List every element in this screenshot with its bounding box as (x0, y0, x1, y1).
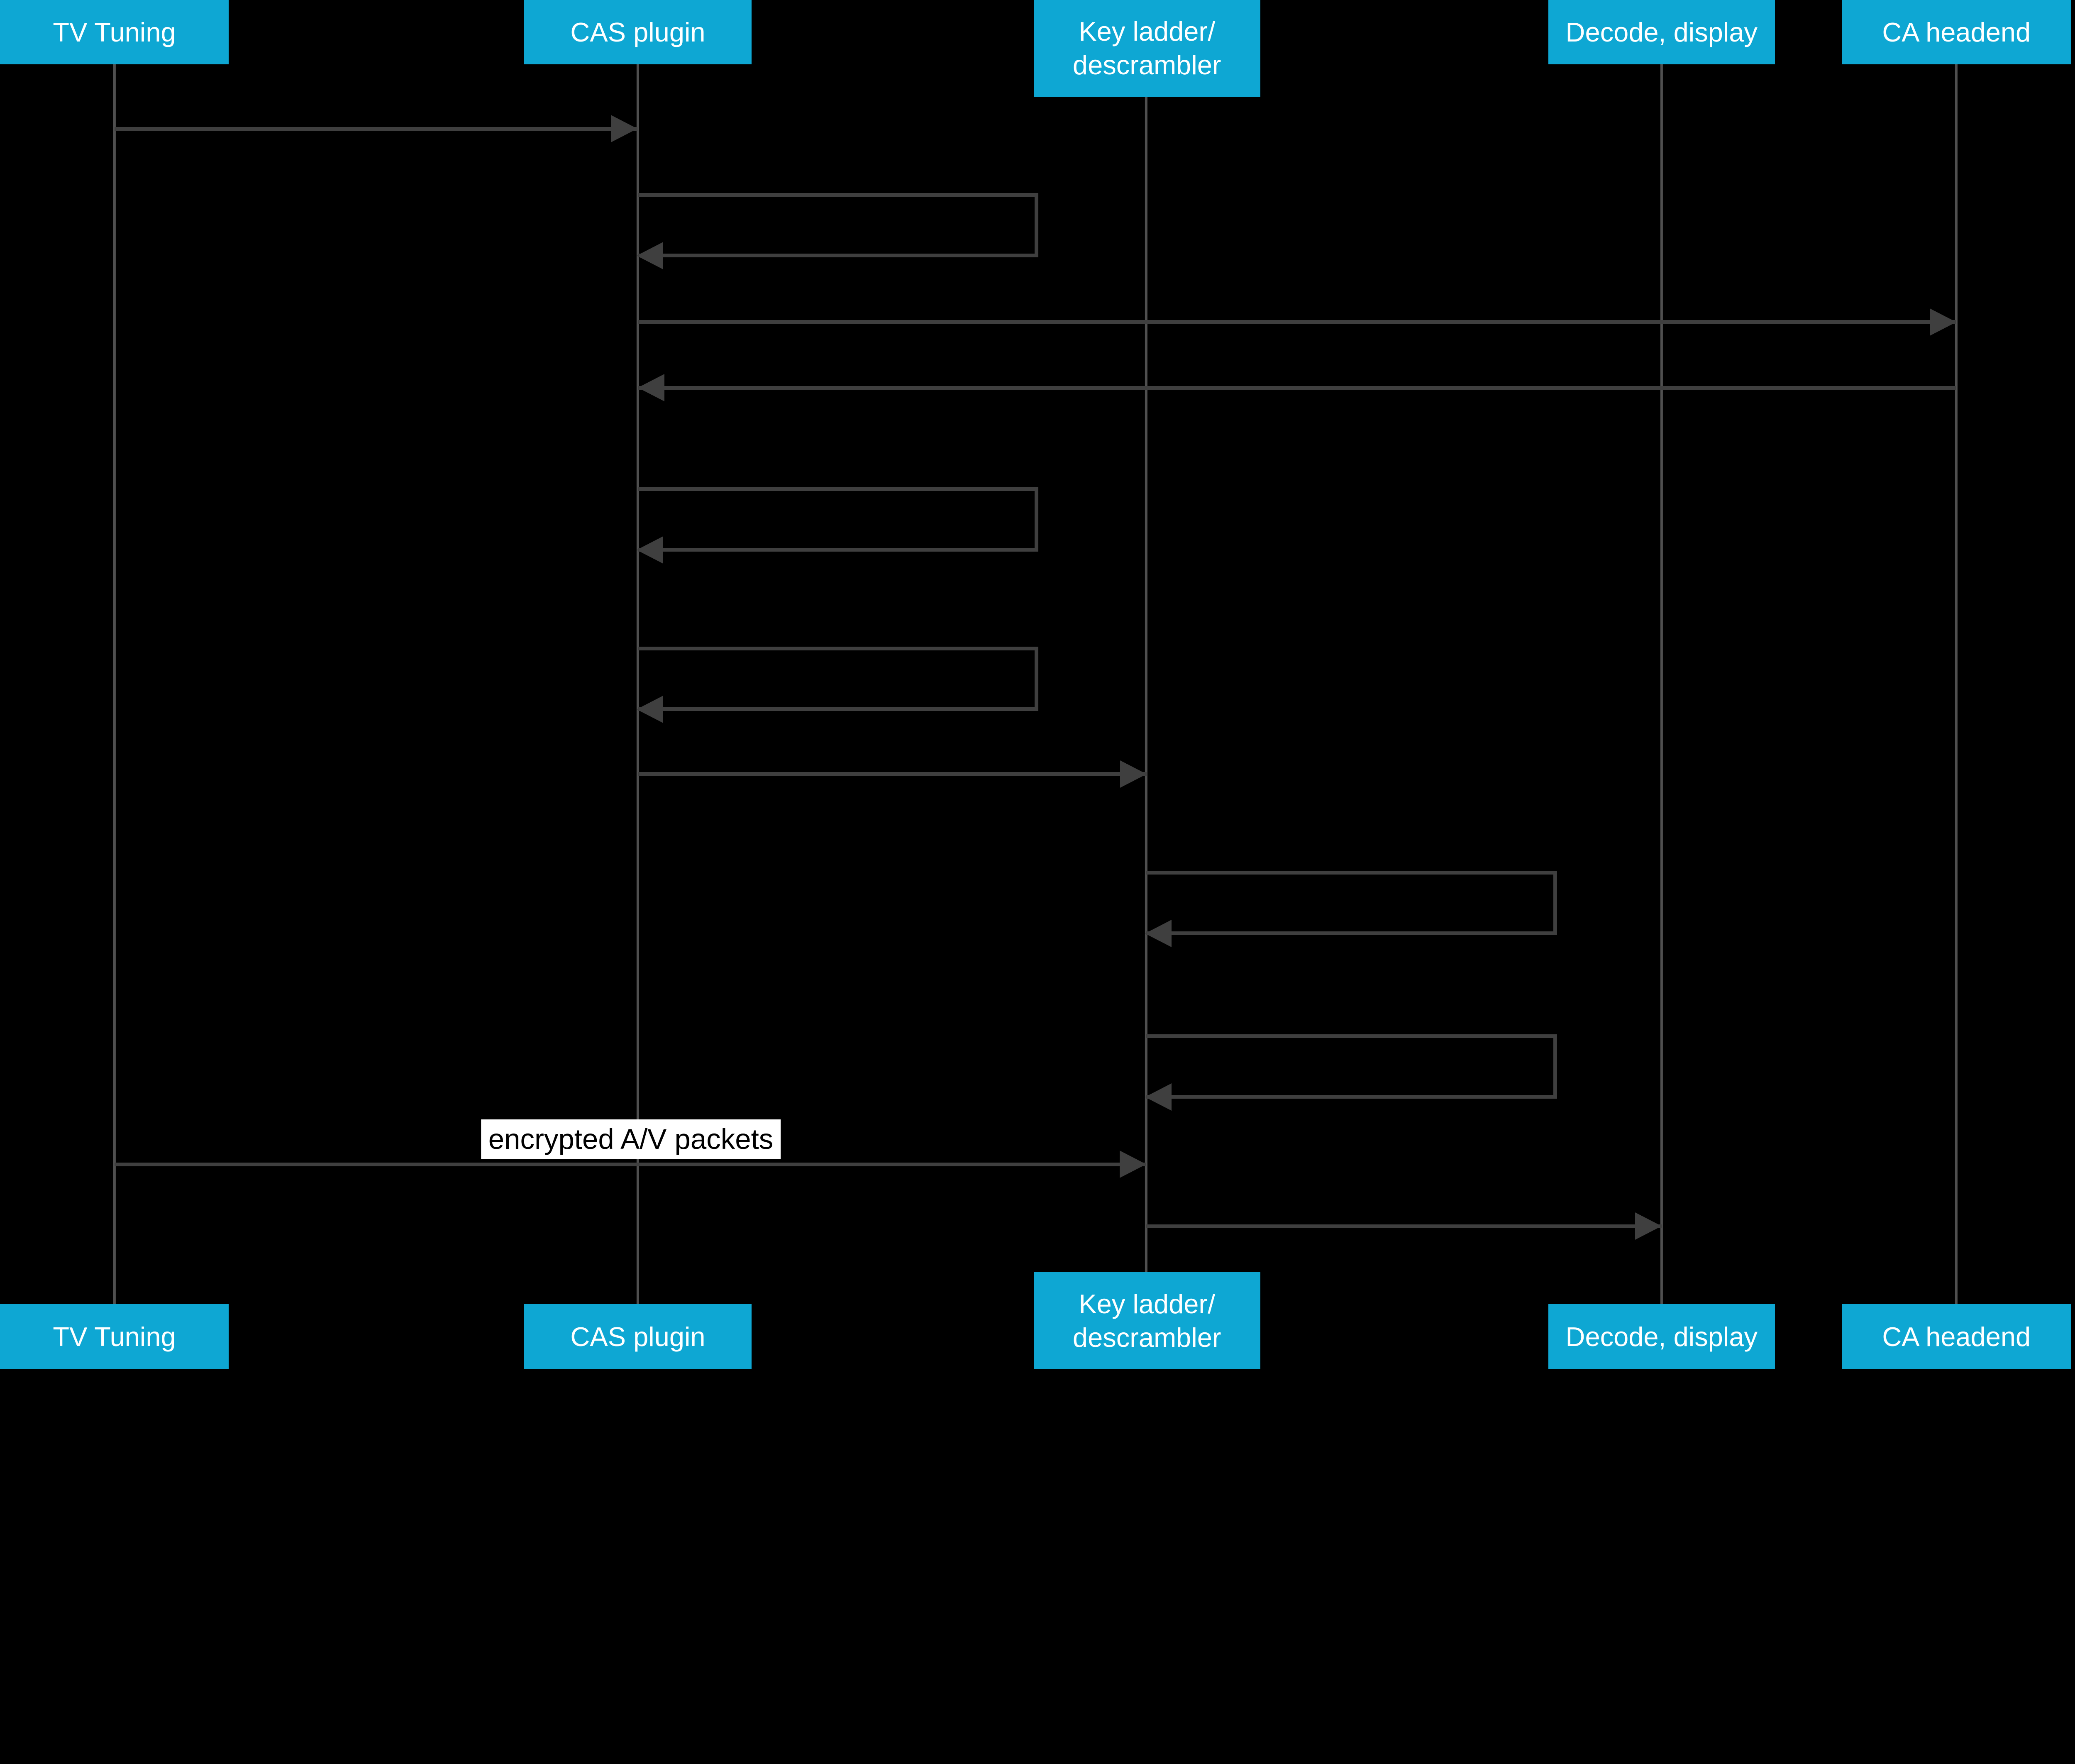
arrowhead-left-icon (637, 374, 664, 402)
message-line (637, 386, 1956, 390)
actor-label: Key ladder/ descrambler (1072, 1288, 1221, 1353)
self-message-5-cas (636, 646, 1038, 723)
self-message-8-key-ladder (1145, 1034, 1557, 1111)
message-label-encrypted-av-packets: encrypted A/V packets (481, 1119, 781, 1159)
actor-box-decode-display-top: Decode, display (1548, 0, 1775, 65)
lifeline-decode-display (1660, 64, 1663, 1304)
actor-box-decode-display-bottom: Decode, display (1548, 1304, 1775, 1369)
message-line (637, 772, 1147, 776)
arrowhead-right-icon (611, 115, 638, 143)
arrowhead-left-icon (636, 536, 663, 564)
actor-label: CAS plugin (570, 17, 706, 48)
message-line (1146, 1224, 1662, 1228)
message-line (115, 127, 638, 131)
actor-label: Decode, display (1565, 17, 1758, 48)
message-line (115, 1162, 1146, 1166)
arrowhead-right-icon (1120, 760, 1147, 788)
lifeline-ca-headend (1955, 64, 1958, 1304)
self-message-4-cas (636, 487, 1038, 564)
actor-label: TV Tuning (53, 17, 176, 48)
sequence-diagram: encrypted A/V packets TV Tuning CAS plug… (0, 0, 2071, 1369)
actor-box-cas-plugin-top: CAS plugin (524, 0, 752, 65)
arrowhead-left-icon (1145, 919, 1172, 947)
actor-label: CA headend (1882, 1321, 2031, 1352)
arrowhead-left-icon (1145, 1083, 1172, 1111)
actor-box-tv-tuning-top: TV Tuning (0, 0, 229, 65)
actor-box-cas-plugin-bottom: CAS plugin (524, 1304, 752, 1369)
arrowhead-left-icon (636, 242, 663, 270)
actor-label: Decode, display (1565, 1321, 1758, 1352)
actor-box-key-ladder-bottom: Key ladder/ descrambler (1033, 1272, 1260, 1369)
arrowhead-right-icon (1635, 1212, 1662, 1240)
self-message-7-key-ladder (1145, 870, 1557, 947)
actor-label: TV Tuning (53, 1321, 176, 1352)
arrowhead-right-icon (1930, 308, 1956, 336)
arrowhead-left-icon (636, 695, 663, 723)
actor-box-tv-tuning-bottom: TV Tuning (0, 1304, 229, 1369)
message-line (637, 320, 1956, 324)
actor-box-ca-headend-bottom: CA headend (1842, 1304, 2071, 1369)
actor-box-key-ladder-top: Key ladder/ descrambler (1033, 0, 1260, 97)
actor-label: CAS plugin (570, 1321, 706, 1352)
lifeline-cas-plugin (636, 64, 639, 1304)
self-message-1-cas (636, 193, 1038, 270)
lifeline-key-ladder (1145, 96, 1148, 1272)
actor-label: CA headend (1882, 17, 2031, 48)
lifeline-tv-tuning (113, 64, 116, 1304)
actor-box-ca-headend-top: CA headend (1842, 0, 2071, 65)
actor-label: Key ladder/ descrambler (1072, 16, 1221, 81)
arrowhead-right-icon (1120, 1151, 1146, 1178)
